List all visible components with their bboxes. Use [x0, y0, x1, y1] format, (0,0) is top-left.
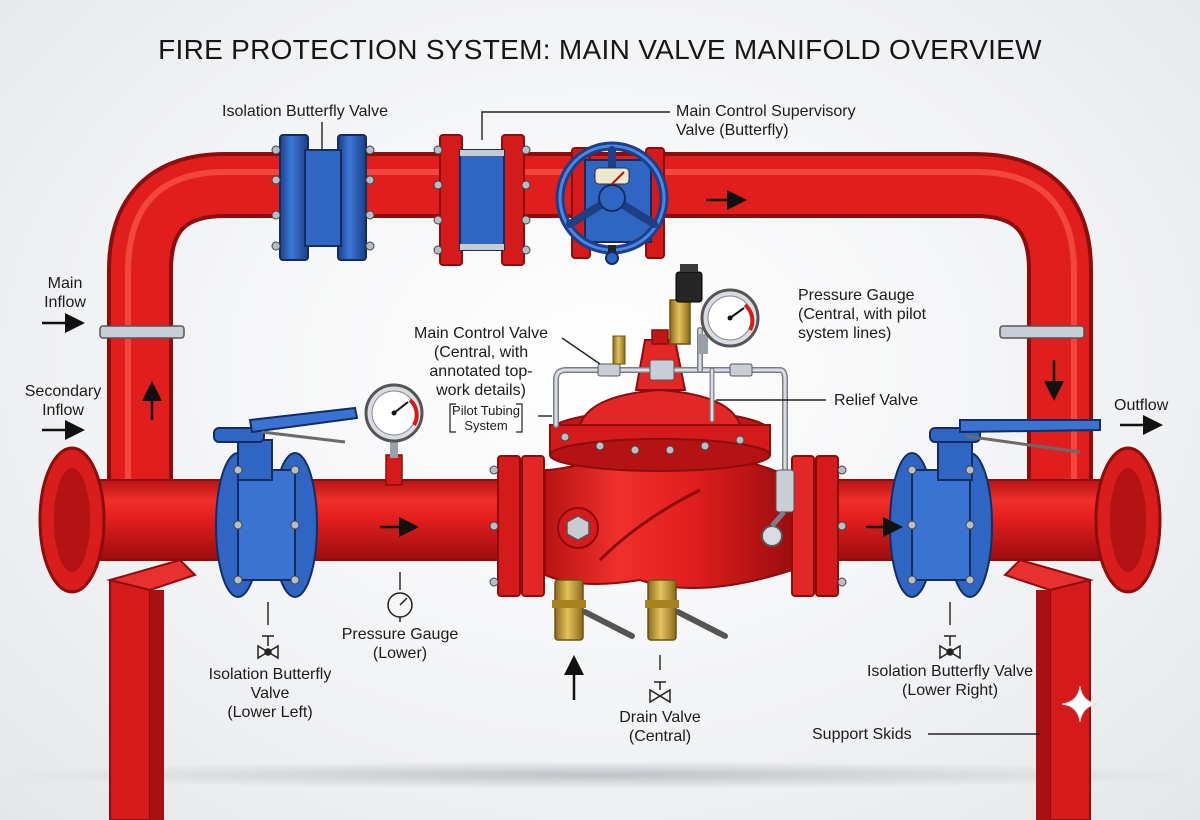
label-pressure-gauge-central: Pressure Gauge (Central, with pilot syst… — [798, 287, 927, 342]
drain-valve-icon — [649, 681, 671, 704]
gauge-icon — [387, 592, 413, 622]
label-main-inflow: Main Inflow — [44, 275, 86, 311]
pilot-connection-elbow — [761, 525, 783, 547]
supervisory-valve — [555, 141, 669, 265]
pipe-clamp-right — [999, 325, 1085, 339]
central-pressure-gauge — [698, 288, 760, 354]
label-relief-valve: Relief Valve — [834, 392, 919, 409]
top-isolation-valve — [271, 134, 375, 261]
sparkle-icon — [1061, 685, 1099, 723]
valve-icon — [939, 635, 961, 660]
label-isolation-top: Isolation Butterfly Valve — [222, 103, 389, 120]
lower-left-isolation-valve — [213, 406, 359, 598]
label-iso-lower-left: Isolation Butterfly Valve (Lower Left) — [208, 666, 332, 721]
page-title: FIRE PROTECTION SYSTEM: MAIN VALVE MANIF… — [158, 34, 1042, 65]
label-pressure-gauge-lower: Pressure Gauge (Lower) — [341, 626, 459, 662]
drain-valves — [552, 579, 728, 641]
label-drain-valve: Drain Valve (Central) — [619, 709, 701, 745]
label-secondary-inflow: Secondary Inflow — [24, 383, 102, 419]
label-iso-lower-right: Isolation Butterfly Valve (Lower Right) — [866, 663, 1033, 699]
top-brass-plug — [612, 335, 626, 365]
lower-pressure-gauge — [364, 383, 424, 486]
lower-right-isolation-valve — [889, 419, 1101, 598]
pilot-fittings — [597, 359, 795, 513]
top-spool-section — [433, 134, 531, 266]
label-support-skids: Support Skids — [812, 726, 912, 743]
floor-shadow — [10, 761, 1190, 789]
support-skid-left — [106, 558, 197, 820]
label-pilot-tubing: Pilot Tubing System — [452, 403, 520, 433]
relief-solenoid — [669, 264, 703, 345]
leader-lines — [267, 111, 1040, 735]
valve-icon — [257, 635, 279, 660]
label-main-control-valve: Main Control Valve (Central, with annota… — [414, 325, 548, 399]
flow-arrows — [42, 190, 1163, 700]
pipe-clamp-left — [99, 325, 185, 339]
label-outflow: Outflow — [1114, 397, 1169, 414]
main-control-valve — [544, 329, 793, 589]
label-supervisory-valve: Main Control Supervisory Valve (Butterfl… — [676, 103, 856, 139]
